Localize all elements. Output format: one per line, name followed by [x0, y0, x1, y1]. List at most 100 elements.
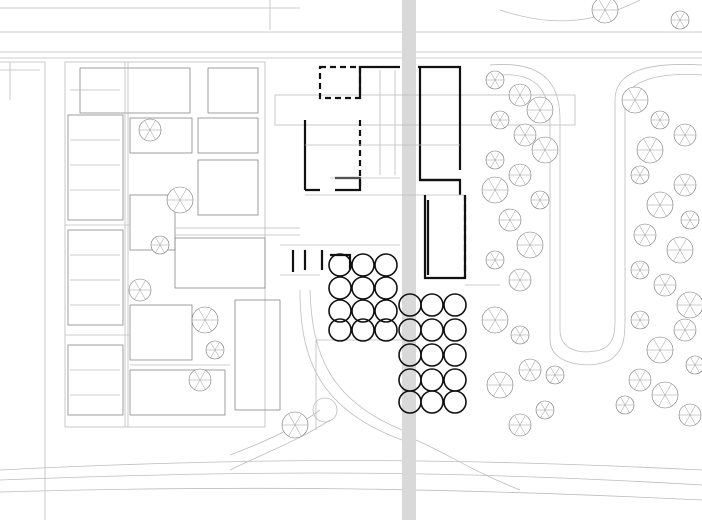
tree-branch — [643, 149, 651, 162]
tree-branch — [659, 275, 666, 286]
tree-branch — [684, 125, 691, 136]
tree-branch — [494, 252, 500, 261]
tree-branch — [139, 280, 146, 291]
tree-branch — [644, 234, 651, 245]
tree-branch — [493, 373, 501, 386]
tree-branch — [159, 244, 165, 253]
tree-branch — [524, 125, 531, 136]
tree-branch — [519, 270, 526, 281]
tree-branch — [539, 192, 545, 201]
tree-branch — [519, 279, 526, 290]
tree-branch — [144, 129, 151, 140]
tree-branch — [523, 233, 531, 246]
tree-branch — [514, 279, 521, 290]
tree-branch — [519, 165, 526, 176]
tree-branch — [684, 175, 691, 186]
tree-branch — [679, 125, 686, 136]
tree-branch — [519, 85, 526, 96]
tree-branch — [199, 370, 206, 381]
tree-branch — [689, 212, 695, 221]
tree-branch — [604, 0, 612, 11]
tree-branch — [198, 319, 206, 332]
tree-branch — [524, 134, 531, 145]
tree-branch — [634, 99, 642, 112]
tree-branch — [538, 149, 546, 162]
tree-branch — [538, 138, 546, 151]
tree-branch — [598, 0, 606, 11]
tree-branch — [684, 320, 691, 331]
tree-branch — [214, 342, 220, 351]
tree-branch — [624, 404, 630, 413]
tree-branch — [204, 319, 212, 332]
tree-branch — [194, 379, 201, 390]
tree-branch — [514, 85, 521, 96]
tree-branch — [179, 199, 187, 212]
tree-branch — [675, 19, 681, 28]
tree-branch — [144, 120, 151, 131]
tree-branch — [493, 384, 501, 397]
tree-branch — [684, 184, 691, 195]
tree-branch — [634, 88, 642, 101]
tree-branch — [643, 138, 651, 151]
tree-branch — [494, 308, 502, 321]
tree-branch — [620, 404, 626, 413]
tree-branch — [683, 304, 691, 317]
tree-branch — [639, 167, 645, 176]
vertical-band — [402, 0, 416, 520]
tree-branch — [679, 175, 686, 186]
tree-branch — [655, 119, 661, 128]
tree-branch — [658, 394, 666, 407]
tree-branch — [540, 402, 546, 411]
tree-branch — [494, 159, 500, 168]
tree-branch — [689, 405, 696, 416]
tree-branch — [524, 369, 531, 380]
tree-branch — [685, 219, 691, 228]
tree-branch — [554, 367, 560, 376]
tree-branch — [679, 320, 686, 331]
housing-block — [64, 61, 300, 428]
tree-branch — [540, 409, 546, 418]
tree-branch — [639, 312, 645, 321]
tree-branch — [519, 327, 525, 336]
tree-branch — [675, 12, 681, 21]
tree-branch — [529, 360, 536, 371]
tree-branch — [149, 129, 156, 140]
tree-branch — [635, 312, 641, 321]
tree-branch — [689, 414, 696, 425]
tree-branch — [684, 329, 691, 340]
tree-branch — [134, 289, 141, 300]
tree-branch — [519, 174, 526, 185]
tree-branch — [519, 125, 526, 136]
tree-branch — [529, 244, 537, 257]
tree-branch — [659, 112, 665, 121]
tree-branch — [544, 409, 550, 418]
tree-branch — [673, 249, 681, 262]
tree-branch — [679, 184, 686, 195]
tree-branch — [499, 373, 507, 386]
tree-branch — [524, 360, 531, 371]
tree-branch — [554, 374, 560, 383]
tree-branch — [664, 284, 671, 295]
tree-branch — [658, 383, 666, 396]
tree-branch — [639, 174, 645, 183]
tree-branch — [214, 349, 220, 358]
tree-branch — [659, 284, 666, 295]
tree-branch — [519, 94, 526, 105]
tree-branch — [679, 134, 686, 145]
tree-branch — [690, 357, 696, 366]
tree-branch — [639, 234, 646, 245]
tree-branch — [514, 94, 521, 105]
tree-branch — [653, 338, 661, 351]
tree-branch — [694, 364, 700, 373]
tree-branch — [653, 193, 661, 206]
tree-branch — [519, 424, 526, 435]
tree-branch — [494, 152, 500, 161]
tree-branch — [533, 109, 541, 122]
tree-branch — [155, 237, 161, 246]
tree-branch — [539, 109, 547, 122]
tree-branch — [198, 308, 206, 321]
tree-branch — [490, 252, 496, 261]
tree-branch — [499, 384, 507, 397]
